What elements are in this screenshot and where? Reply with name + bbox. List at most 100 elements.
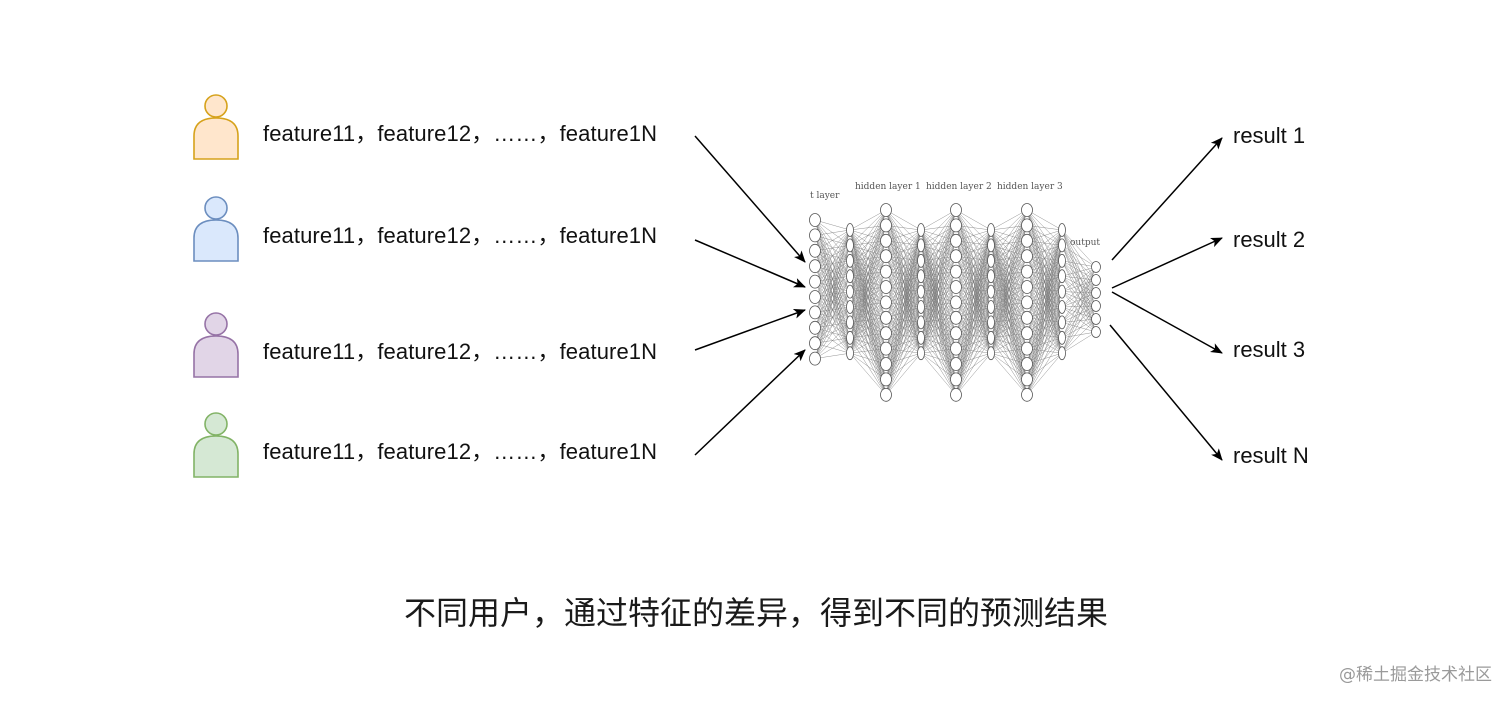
input-arrow-2 [694, 239, 806, 288]
watermark: @稀土掘金技术社区 [1339, 665, 1492, 685]
nn-node [1021, 203, 1033, 217]
nn-node [880, 218, 892, 233]
nn-edge [955, 245, 992, 395]
nn-node [987, 330, 995, 345]
nn-edge [849, 286, 887, 354]
nn-edge [1026, 353, 1063, 395]
nn-node [987, 346, 995, 361]
nn-node [1021, 249, 1033, 264]
user-icon [193, 196, 239, 262]
nn-edge [920, 209, 957, 231]
nn-node [880, 341, 892, 356]
nn-edge [1061, 229, 1097, 294]
nn-edge [1061, 266, 1097, 277]
nn-edge [1061, 260, 1097, 320]
nn-node [1091, 313, 1101, 325]
nn-edge [849, 209, 887, 323]
nn-edge [814, 245, 851, 359]
nn-edge [814, 276, 851, 359]
nn-edge [920, 317, 957, 354]
nn-node [1091, 326, 1101, 338]
nn-edge [990, 353, 1028, 380]
nn-edge [849, 225, 887, 354]
nn-node [809, 305, 821, 320]
nn-node [950, 280, 962, 294]
nn-node [846, 346, 854, 361]
nn-edge [885, 229, 922, 365]
caption: 不同用户，通过特征的差异，得到不同的预测结果 [403, 594, 1108, 632]
nn-edge [849, 209, 887, 261]
nn-edge [885, 229, 922, 241]
nn-node [1021, 280, 1033, 294]
nn-node [987, 238, 995, 253]
nn-node [880, 387, 892, 402]
nn-edge [1061, 305, 1097, 323]
nn-node [950, 264, 962, 279]
nn-edge [920, 225, 957, 354]
nn-node [846, 223, 854, 237]
nn-edge [849, 209, 887, 354]
nn-edge [1061, 266, 1097, 308]
nn-edge [955, 229, 992, 241]
nn-edge [1061, 245, 1097, 268]
nn-edge [885, 229, 922, 380]
nn-edge [1061, 279, 1097, 323]
nn-edge [885, 245, 922, 395]
nn-edge [955, 353, 992, 395]
nn-edge [1061, 318, 1097, 354]
nn-edge [885, 229, 922, 257]
user-row-3: feature11，feature12，……，feature1N [190, 310, 710, 382]
nn-edge [1061, 292, 1097, 354]
nn-edge [920, 333, 957, 354]
nn-edge [814, 229, 851, 313]
nn-node [1058, 238, 1066, 253]
nn-edge [955, 260, 992, 395]
nn-edge [1061, 318, 1097, 323]
nn-node [880, 280, 892, 294]
nn-edge [1061, 291, 1097, 307]
nn-edge [1061, 260, 1097, 307]
nn-node [809, 290, 821, 304]
nn-edge [814, 229, 851, 344]
nn-edge [885, 229, 922, 288]
user-row-2: feature11，feature12，……，feature1N [190, 194, 710, 266]
nn-edge [955, 322, 992, 395]
nn-node [1058, 284, 1066, 299]
nn-edge [1061, 266, 1097, 323]
nn-edge [885, 322, 922, 395]
nn-node [987, 284, 995, 299]
output-arrow-4 [1109, 324, 1223, 461]
nn-edge [990, 240, 1028, 354]
nn-node [880, 249, 892, 264]
nn-edge [885, 276, 922, 395]
nn-node [1021, 357, 1033, 371]
nn-node [950, 326, 962, 341]
nn-edge [1061, 276, 1097, 294]
nn-edge [814, 219, 851, 231]
nn-node [917, 253, 925, 268]
nn-edge [1061, 245, 1097, 320]
feature-list: feature11，feature12，……，feature1N [263, 439, 658, 464]
nn-node [1021, 310, 1033, 325]
nn-edge [1061, 229, 1097, 307]
nn-node [880, 295, 892, 310]
nn-edge [1061, 229, 1097, 333]
nn-node [846, 284, 854, 299]
nn-edge [1061, 305, 1097, 354]
nn-edge [1026, 245, 1063, 395]
nn-edge [990, 353, 1028, 395]
nn-node [950, 203, 962, 217]
neural-network-image: t layer hidden layer 1 hidden layer 2 hi… [809, 182, 1101, 402]
user-icon [193, 94, 239, 160]
nn-node [950, 372, 962, 387]
nn-edge [1061, 331, 1097, 354]
layer-label-hidden-3: hidden layer 3 [997, 182, 1063, 192]
nn-edge [990, 333, 1028, 354]
nn-node [809, 351, 821, 366]
nn-node [880, 233, 892, 248]
nn-node [1091, 300, 1101, 312]
nn-edge [814, 229, 851, 267]
nn-node [1091, 287, 1101, 299]
nn-edge [849, 209, 887, 231]
